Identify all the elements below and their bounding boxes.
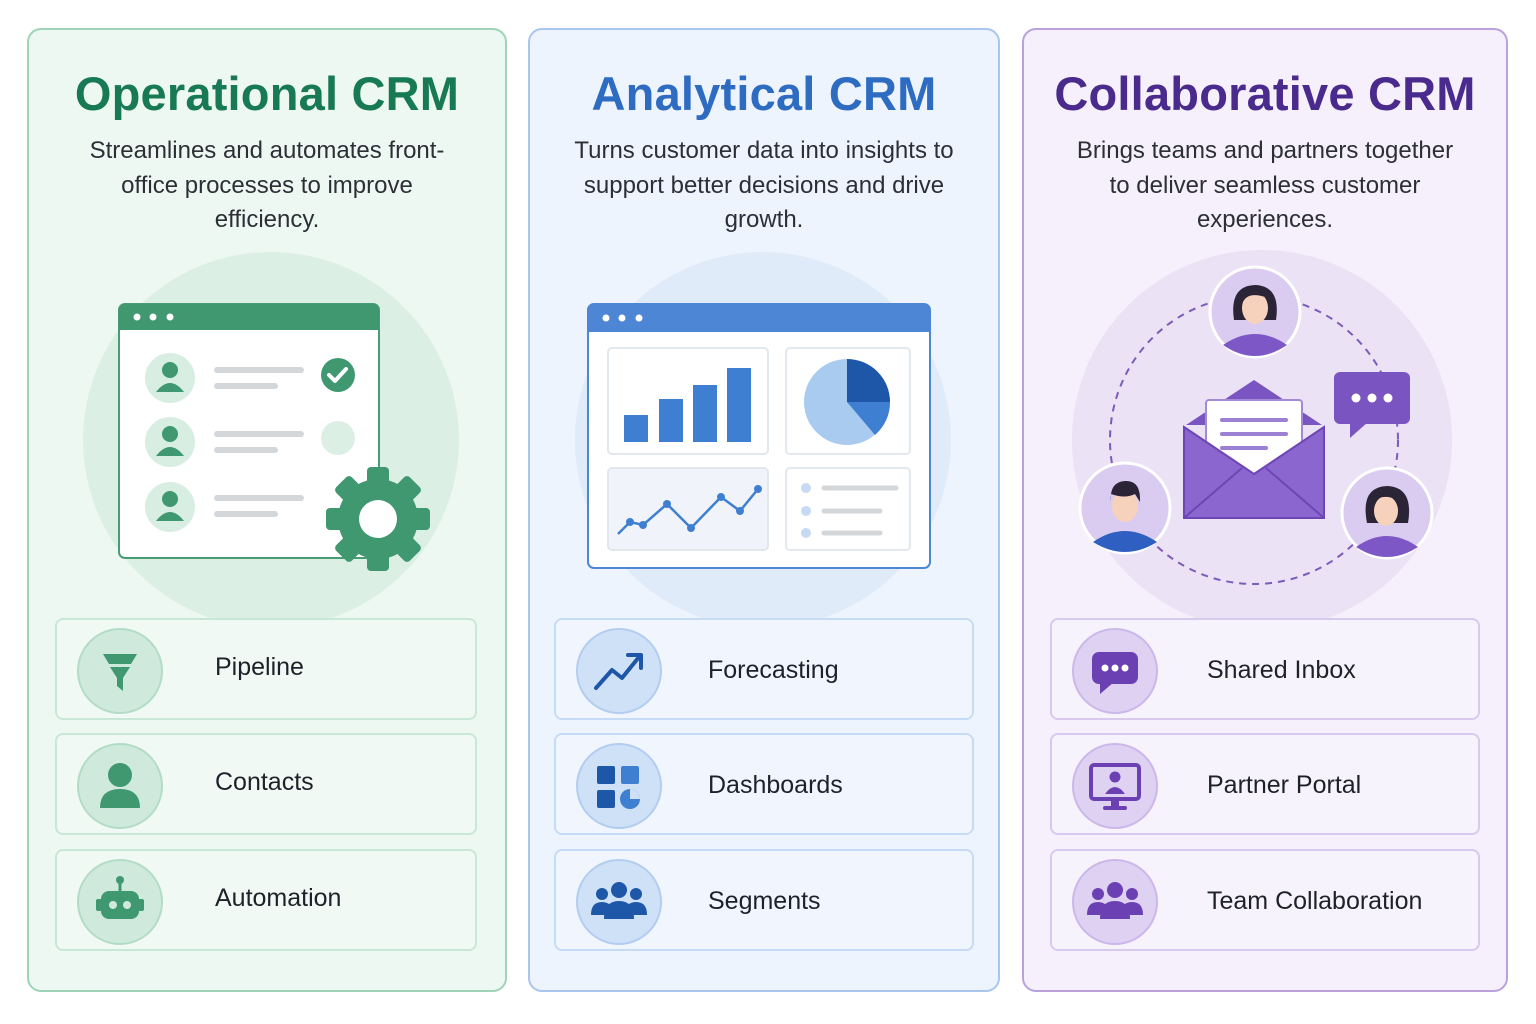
crm-window-icon bbox=[118, 303, 380, 559]
collaborative-illustration bbox=[1072, 250, 1452, 630]
analytical-description: Turns customer data into insights to sup… bbox=[574, 137, 954, 233]
feature-partner-portal[interactable]: Partner Portal bbox=[1050, 733, 1480, 835]
operational-title: Operational CRM bbox=[74, 67, 460, 120]
monitor-user-icon bbox=[1072, 743, 1158, 829]
chat-bubble-icon bbox=[1072, 628, 1158, 714]
feature-label: Automation bbox=[215, 884, 342, 912]
feature-label: Team Collaboration bbox=[1207, 887, 1423, 915]
bar-chart-icon bbox=[624, 368, 751, 442]
feature-label: Partner Portal bbox=[1207, 771, 1362, 799]
collaborative-description: Brings teams and partners together to de… bbox=[1076, 137, 1454, 233]
feature-label: Pipeline bbox=[215, 653, 304, 681]
feature-label: Dashboards bbox=[708, 771, 843, 799]
feature-pipeline[interactable]: Pipeline bbox=[55, 618, 477, 720]
robot-icon bbox=[77, 859, 163, 945]
list-icon bbox=[801, 483, 899, 538]
feature-label: Segments bbox=[708, 887, 821, 915]
analytical-crm-panel: Analytical CRM Turns customer data into … bbox=[528, 28, 1000, 992]
analytical-title: Analytical CRM bbox=[591, 67, 937, 120]
feature-label: Shared Inbox bbox=[1207, 656, 1356, 684]
feature-dashboards[interactable]: Dashboards bbox=[554, 733, 974, 835]
team-icon bbox=[1072, 859, 1158, 945]
analytical-illustration bbox=[575, 252, 951, 628]
gear-icon bbox=[326, 467, 430, 571]
chat-bubble-icon bbox=[1334, 372, 1410, 438]
envelope-icon bbox=[1183, 380, 1325, 519]
person-icon bbox=[77, 743, 163, 829]
woman-avatar-2-icon bbox=[1340, 466, 1434, 560]
feature-label: Contacts bbox=[215, 768, 314, 796]
collaborative-crm-panel: Collaborative CRM Brings teams and partn… bbox=[1022, 28, 1508, 992]
trend-up-icon bbox=[576, 628, 662, 714]
funnel-icon bbox=[77, 628, 163, 714]
operational-description: Streamlines and automates front-office p… bbox=[89, 137, 445, 233]
collaborative-title: Collaborative CRM bbox=[1054, 67, 1476, 120]
line-chart-icon bbox=[617, 485, 762, 535]
feature-segments[interactable]: Segments bbox=[554, 849, 974, 951]
dashboard-window-icon bbox=[587, 303, 931, 569]
feature-label: Forecasting bbox=[708, 656, 839, 684]
man-avatar-icon bbox=[1078, 461, 1172, 555]
operational-crm-panel: Operational CRM Streamlines and automate… bbox=[27, 28, 507, 992]
feature-shared-inbox[interactable]: Shared Inbox bbox=[1050, 618, 1480, 720]
feature-forecasting[interactable]: Forecasting bbox=[554, 618, 974, 720]
group-icon bbox=[576, 859, 662, 945]
feature-contacts[interactable]: Contacts bbox=[55, 733, 477, 835]
pie-chart-icon bbox=[804, 359, 891, 445]
feature-automation[interactable]: Automation bbox=[55, 849, 477, 951]
dashboard-grid-icon bbox=[576, 743, 662, 829]
woman-avatar-icon bbox=[1208, 265, 1302, 359]
feature-team-collaboration[interactable]: Team Collaboration bbox=[1050, 849, 1480, 951]
operational-illustration bbox=[83, 252, 459, 628]
